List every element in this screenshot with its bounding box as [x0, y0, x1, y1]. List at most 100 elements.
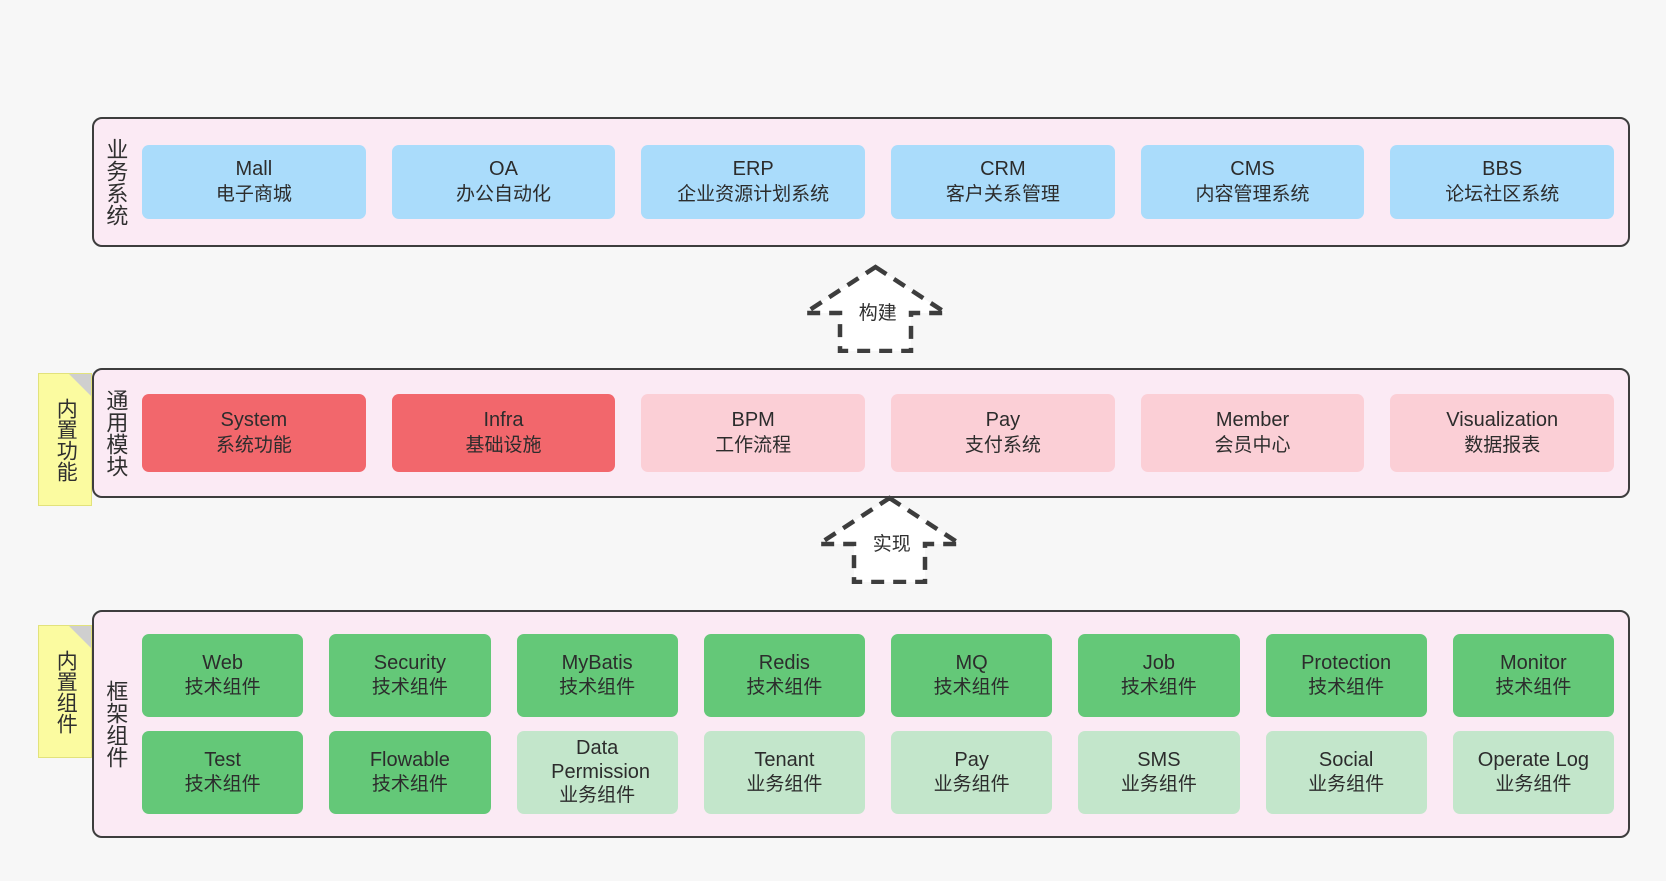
card-bpm-title: BPM — [731, 409, 775, 432]
card-job[interactable]: Job 技术组件 — [1078, 634, 1240, 717]
card-member-subtitle: 会员中心 — [1214, 434, 1291, 456]
card-mq[interactable]: MQ 技术组件 — [891, 634, 1053, 717]
layer-common-modules-label: 通用模块 — [103, 389, 129, 477]
card-bpm-subtitle: 工作流程 — [715, 434, 792, 456]
connector-build-arrow-icon — [798, 264, 953, 353]
card-crm-title: CRM — [980, 158, 1026, 181]
card-system-subtitle: 系统功能 — [215, 434, 292, 456]
card-oa-subtitle: 办公自动化 — [456, 183, 552, 205]
connector-implement-arrow-icon — [812, 495, 967, 584]
card-mq-title: MQ — [955, 651, 988, 674]
card-cms[interactable]: CMS 内容管理系统 — [1140, 145, 1365, 219]
card-security-title: Security — [373, 651, 446, 674]
card-security-subtitle: 技术组件 — [371, 677, 448, 699]
connector-implement-label: 实现 — [872, 534, 911, 555]
layer-framework-components-row-technical: Web 技术组件 Security 技术组件 MyBatis 技术组件 Redi… — [142, 634, 1614, 717]
card-data-permission-subtitle: 业务组件 — [559, 785, 636, 807]
sticky-note-builtin-components: 内置组件 — [38, 625, 92, 758]
card-tenant-title: Tenant — [754, 748, 815, 771]
card-data-permission-title: Data Permission — [551, 736, 651, 783]
card-visualization-subtitle: 数据报表 — [1464, 434, 1541, 456]
card-mybatis[interactable]: MyBatis 技术组件 — [516, 634, 678, 717]
card-pay-component-title: Pay — [954, 748, 989, 771]
card-redis-title: Redis — [758, 651, 810, 674]
card-cms-subtitle: 内容管理系统 — [1195, 183, 1310, 205]
card-bbs-title: BBS — [1482, 158, 1523, 181]
card-web-subtitle: 技术组件 — [184, 677, 261, 699]
card-sms[interactable]: SMS 业务组件 — [1078, 731, 1240, 814]
card-operate-log-subtitle: 业务组件 — [1495, 774, 1572, 796]
card-social-title: Social — [1318, 748, 1374, 771]
card-social[interactable]: Social 业务组件 — [1265, 731, 1427, 814]
card-visualization-title: Visualization — [1446, 409, 1559, 432]
card-protection[interactable]: Protection 技术组件 — [1265, 634, 1427, 717]
card-security[interactable]: Security 技术组件 — [329, 634, 491, 717]
card-oa[interactable]: OA 办公自动化 — [391, 145, 616, 219]
card-data-permission[interactable]: Data Permission 业务组件 — [516, 731, 678, 814]
card-monitor-subtitle: 技术组件 — [1495, 677, 1572, 699]
card-pay-component[interactable]: Pay 业务组件 — [891, 731, 1053, 814]
card-oa-title: OA — [489, 158, 518, 181]
layer-framework-components-body: Web 技术组件 Security 技术组件 MyBatis 技术组件 Redi… — [136, 612, 1628, 836]
card-pay-module[interactable]: Pay 支付系统 — [891, 394, 1115, 472]
layer-business-system-body: Mall 电子商城 OA 办公自动化 ERP 企业资源计划系统 CRM 客户关系… — [136, 119, 1628, 245]
card-tenant-subtitle: 业务组件 — [746, 774, 823, 796]
card-operate-log[interactable]: Operate Log 业务组件 — [1452, 731, 1614, 814]
card-web[interactable]: Web 技术组件 — [142, 634, 304, 717]
sticky-note-builtin-components-label: 内置组件 — [54, 649, 78, 734]
card-pay-module-title: Pay — [985, 409, 1021, 432]
card-pay-component-subtitle: 业务组件 — [933, 774, 1010, 796]
card-web-title: Web — [202, 651, 243, 674]
card-redis[interactable]: Redis 技术组件 — [703, 634, 865, 717]
connector-build-label: 构建 — [858, 303, 897, 324]
card-tenant[interactable]: Tenant 业务组件 — [703, 731, 865, 814]
sticky-note-fold-icon — [69, 374, 91, 396]
card-bpm[interactable]: BPM 工作流程 — [641, 394, 866, 472]
connector-implement: 实现 — [812, 494, 967, 584]
card-mq-subtitle: 技术组件 — [933, 677, 1010, 699]
card-mybatis-subtitle: 技术组件 — [559, 677, 636, 699]
card-flowable[interactable]: Flowable 技术组件 — [329, 731, 491, 814]
card-protection-subtitle: 技术组件 — [1308, 677, 1385, 699]
card-system-title: System — [220, 409, 288, 432]
card-redis-subtitle: 技术组件 — [746, 677, 823, 699]
layer-framework-components-label: 框架组件 — [103, 680, 129, 768]
sticky-note-builtin-features-label: 内置功能 — [54, 397, 78, 482]
card-social-subtitle: 业务组件 — [1308, 774, 1385, 796]
card-protection-title: Protection — [1301, 651, 1392, 674]
card-erp[interactable]: ERP 企业资源计划系统 — [641, 145, 866, 219]
layer-framework-components: 框架组件 Web 技术组件 Security 技术组件 MyBatis 技术组件… — [92, 610, 1630, 838]
card-mybatis-title: MyBatis — [561, 651, 633, 674]
card-operate-log-title: Operate Log — [1477, 748, 1589, 771]
card-member[interactable]: Member 会员中心 — [1140, 394, 1365, 472]
card-job-subtitle: 技术组件 — [1120, 677, 1197, 699]
card-infra-title: Infra — [483, 409, 524, 432]
card-sms-title: SMS — [1137, 748, 1181, 771]
card-system[interactable]: System 系统功能 — [142, 394, 366, 472]
layer-common-modules: 通用模块 System 系统功能 Infra 基础设施 BPM 工作流程 Pay… — [92, 368, 1630, 498]
card-monitor[interactable]: Monitor 技术组件 — [1452, 634, 1614, 717]
card-mall-title: Mall — [235, 158, 273, 181]
card-infra-subtitle: 基础设施 — [465, 434, 542, 456]
sticky-note-builtin-features: 内置功能 — [38, 373, 92, 506]
card-flowable-subtitle: 技术组件 — [371, 774, 448, 796]
layer-framework-components-row-business: Test 技术组件 Flowable 技术组件 Data Permission … — [142, 731, 1614, 814]
layer-common-modules-body: System 系统功能 Infra 基础设施 BPM 工作流程 Pay 支付系统… — [136, 370, 1628, 496]
card-infra[interactable]: Infra 基础设施 — [391, 394, 616, 472]
card-crm[interactable]: CRM 客户关系管理 — [891, 145, 1115, 219]
card-erp-subtitle: 企业资源计划系统 — [677, 183, 830, 205]
card-sms-subtitle: 业务组件 — [1120, 774, 1197, 796]
connector-build: 构建 — [798, 263, 953, 353]
card-crm-subtitle: 客户关系管理 — [945, 183, 1060, 205]
card-bbs[interactable]: BBS 论坛社区系统 — [1390, 145, 1615, 219]
card-test-title: Test — [204, 748, 241, 771]
card-bbs-subtitle: 论坛社区系统 — [1445, 183, 1560, 205]
card-visualization[interactable]: Visualization 数据报表 — [1390, 394, 1615, 472]
card-monitor-title: Monitor — [1500, 651, 1567, 674]
card-mall[interactable]: Mall 电子商城 — [142, 145, 366, 219]
layer-business-system-label: 业务系统 — [103, 138, 129, 226]
layer-business-system: 业务系统 Mall 电子商城 OA 办公自动化 ERP 企业资源计划系统 CRM… — [92, 117, 1630, 247]
layer-business-system-row: Mall 电子商城 OA 办公自动化 ERP 企业资源计划系统 CRM 客户关系… — [142, 145, 1615, 219]
card-test[interactable]: Test 技术组件 — [142, 731, 304, 814]
